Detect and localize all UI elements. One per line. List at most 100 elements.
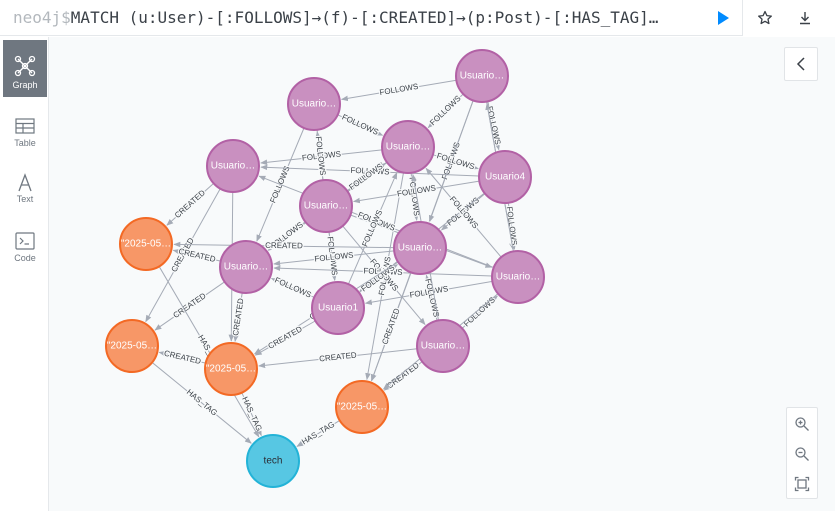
relationship-edge[interactable]: CREATED bbox=[158, 347, 206, 367]
sidebar-item-code[interactable]: Code bbox=[3, 225, 47, 282]
node-circle[interactable] bbox=[381, 120, 435, 174]
node-circle[interactable] bbox=[204, 342, 258, 396]
user-node[interactable]: Usuario… bbox=[206, 139, 260, 193]
relationship-line[interactable] bbox=[254, 320, 316, 356]
relationship-line[interactable] bbox=[233, 292, 243, 342]
relationship-edge[interactable]: HAS_TAG bbox=[239, 392, 265, 437]
relationship-line[interactable] bbox=[507, 202, 517, 250]
node-circle[interactable] bbox=[491, 250, 545, 304]
relationship-line[interactable] bbox=[358, 264, 398, 294]
relationship-edge[interactable]: CREATED bbox=[383, 359, 423, 392]
node-circle[interactable] bbox=[299, 179, 353, 233]
node-circle[interactable] bbox=[219, 240, 273, 294]
relationship-line[interactable] bbox=[270, 277, 315, 298]
relationship-line[interactable] bbox=[258, 175, 494, 269]
relationship-line[interactable] bbox=[154, 281, 225, 331]
node-circle[interactable] bbox=[455, 49, 509, 103]
node-circle[interactable] bbox=[105, 319, 159, 373]
sidebar-item-graph[interactable]: Graph bbox=[3, 40, 47, 97]
query-editor[interactable]: neo4j$ MATCH (u:User)-[:FOLLOWS]→(f)-[:C… bbox=[0, 0, 743, 36]
user-node[interactable]: Usuario… bbox=[491, 250, 545, 304]
user-node[interactable]: Usuario… bbox=[299, 179, 353, 233]
node-circle[interactable] bbox=[393, 221, 447, 275]
user-node[interactable]: Usuario… bbox=[287, 77, 341, 131]
fit-to-screen-button[interactable] bbox=[787, 469, 817, 499]
relationship-line[interactable] bbox=[260, 164, 480, 177]
run-button[interactable] bbox=[712, 8, 734, 28]
post-node[interactable]: "2025-05… bbox=[105, 319, 159, 373]
relationship-line[interactable] bbox=[166, 182, 214, 226]
relationship-line[interactable] bbox=[158, 266, 260, 438]
relationship-edge[interactable]: CREATED bbox=[254, 320, 316, 356]
favorite-button[interactable] bbox=[754, 8, 776, 28]
user-node[interactable]: Usuario… bbox=[416, 319, 470, 373]
zoom-out-button[interactable] bbox=[787, 439, 817, 469]
node-circle[interactable] bbox=[416, 319, 470, 373]
relationship-line[interactable] bbox=[427, 93, 464, 129]
sidebar-item-table[interactable]: Table bbox=[3, 109, 47, 166]
tag-node[interactable]: tech bbox=[246, 434, 300, 488]
user-node[interactable]: Usuario… bbox=[219, 240, 273, 294]
zoom-in-button[interactable] bbox=[787, 409, 817, 439]
relationship-edge[interactable]: FOLLOWS bbox=[270, 274, 315, 301]
relationship-line[interactable] bbox=[328, 231, 337, 281]
relationship-line[interactable] bbox=[346, 162, 386, 192]
post-node[interactable]: "2025-05… bbox=[119, 217, 173, 271]
sidebar-item-text[interactable]: Text bbox=[3, 167, 47, 224]
node-circle[interactable] bbox=[287, 77, 341, 131]
relationship-line[interactable] bbox=[432, 154, 479, 170]
relationship-edge[interactable]: CREATED bbox=[230, 292, 247, 342]
relationship-line[interactable] bbox=[267, 221, 306, 251]
relationship-line[interactable] bbox=[158, 351, 206, 364]
relationship-line[interactable] bbox=[173, 241, 395, 249]
relationship-line[interactable] bbox=[383, 361, 423, 391]
relationship-line[interactable] bbox=[347, 172, 398, 285]
relationship-line[interactable] bbox=[340, 79, 457, 102]
relationship-line[interactable] bbox=[315, 131, 324, 181]
relationship-edge[interactable]: FOLLOWS bbox=[461, 294, 498, 330]
user-node[interactable]: Usuario… bbox=[381, 120, 435, 174]
node-circle[interactable] bbox=[119, 217, 173, 271]
relationship-line[interactable] bbox=[342, 225, 426, 326]
relationship-edge[interactable]: HAS_TAG bbox=[296, 419, 341, 448]
post-node[interactable]: "2025-05… bbox=[204, 342, 258, 396]
relationship-edge[interactable]: FOLLOWS bbox=[340, 79, 457, 102]
relationship-line[interactable] bbox=[461, 295, 498, 329]
relationship-edge[interactable]: FOLLOWS bbox=[427, 92, 464, 129]
relationship-line[interactable] bbox=[260, 149, 383, 166]
relationship-line[interactable] bbox=[273, 250, 395, 267]
relationship-line[interactable] bbox=[337, 114, 384, 136]
node-circle[interactable] bbox=[311, 281, 365, 335]
relationship-line[interactable] bbox=[151, 362, 252, 444]
node-circle[interactable] bbox=[246, 434, 300, 488]
relationship-line[interactable] bbox=[364, 280, 493, 305]
relationship-line[interactable] bbox=[296, 420, 341, 447]
collapse-panel-button[interactable] bbox=[784, 47, 818, 81]
node-circle[interactable] bbox=[206, 139, 260, 193]
relationship-line[interactable] bbox=[352, 180, 480, 204]
relationship-line[interactable] bbox=[172, 248, 221, 262]
user-node[interactable]: Usuario1 bbox=[311, 281, 365, 335]
relationship-line[interactable] bbox=[425, 167, 502, 258]
relationship-line[interactable] bbox=[258, 348, 418, 369]
relationship-line[interactable] bbox=[425, 274, 438, 321]
relationship-line[interactable] bbox=[145, 188, 221, 323]
relationship-edge[interactable]: CREATED bbox=[258, 348, 418, 369]
user-node[interactable]: Usuario4 bbox=[478, 150, 532, 204]
user-node[interactable]: Usuario… bbox=[455, 49, 509, 103]
relationship-line[interactable] bbox=[371, 272, 412, 382]
download-button[interactable] bbox=[794, 8, 816, 28]
relationship-line[interactable] bbox=[241, 392, 262, 437]
query-text[interactable]: MATCH (u:User)-[:FOLLOWS]→(f)-[:CREATED]… bbox=[70, 8, 661, 27]
post-node[interactable]: "2025-05… bbox=[335, 380, 389, 434]
relationship-edge[interactable]: CREATED bbox=[154, 281, 225, 331]
relationship-edge[interactable]: FOLLOWS bbox=[337, 111, 384, 138]
node-circle[interactable] bbox=[478, 150, 532, 204]
relationship-edge[interactable]: CREATED bbox=[173, 240, 395, 252]
node-circle[interactable] bbox=[335, 380, 389, 434]
relationship-line[interactable] bbox=[365, 172, 404, 381]
user-node[interactable]: Usuario… bbox=[393, 221, 447, 275]
relationship-edge[interactable]: CREATED bbox=[166, 182, 214, 226]
